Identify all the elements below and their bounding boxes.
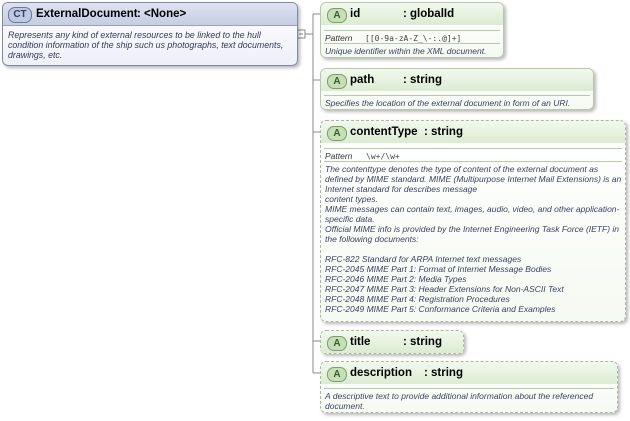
attribute-header: A description : string bbox=[321, 362, 617, 384]
complex-type-box[interactable]: CT ExternalDocument : <None> Represents … bbox=[2, 2, 298, 66]
pattern-value: \w+/\w+ bbox=[366, 152, 400, 161]
attribute-badge-icon: A bbox=[327, 126, 347, 141]
complex-type-description: Represents any kind of external resource… bbox=[8, 30, 284, 60]
attribute-description: A descriptive text to provide additional… bbox=[325, 391, 594, 411]
divider bbox=[324, 30, 500, 31]
divider bbox=[324, 161, 622, 162]
complex-type-header: CT ExternalDocument : <None> bbox=[3, 3, 297, 26]
attribute-name: contentType bbox=[350, 126, 418, 138]
attribute-name: id bbox=[350, 8, 361, 20]
attribute-name: description bbox=[350, 367, 412, 379]
divider bbox=[324, 388, 614, 389]
complex-type-name: ExternalDocument bbox=[36, 8, 138, 20]
attribute-box-title[interactable]: A title : string bbox=[320, 330, 464, 354]
pattern-value: [[0-9a-zA-Z_\-:.@]+] bbox=[365, 34, 462, 43]
attribute-type: : string bbox=[403, 336, 442, 348]
attribute-name: title bbox=[350, 336, 371, 348]
attribute-box-path[interactable]: A path : string Specifies the location o… bbox=[320, 68, 594, 110]
attribute-name: path bbox=[350, 74, 375, 86]
attribute-description: Specifies the location of the external d… bbox=[325, 98, 571, 108]
attribute-header: A title : string bbox=[321, 331, 463, 353]
attribute-badge-icon: A bbox=[327, 8, 347, 23]
attribute-type: : globalId bbox=[403, 8, 455, 20]
attribute-description: Unique identifier within the XML documen… bbox=[325, 46, 487, 56]
complex-type-type: : <None> bbox=[137, 8, 187, 20]
attribute-header: A id : globalId bbox=[321, 3, 503, 25]
attribute-description: The contenttype denotes the type of cont… bbox=[325, 164, 622, 314]
pattern-label: Pattern bbox=[325, 151, 353, 161]
attribute-badge-icon: A bbox=[327, 367, 347, 382]
attribute-header: A path : string bbox=[321, 69, 593, 91]
complex-type-badge-icon: CT bbox=[8, 7, 32, 23]
divider bbox=[324, 95, 590, 96]
attribute-type: : string bbox=[424, 367, 463, 379]
attribute-type: : string bbox=[403, 74, 442, 86]
attribute-box-id[interactable]: A id : globalId Pattern [[0-9a-zA-Z_\-:.… bbox=[320, 2, 504, 58]
attribute-box-description[interactable]: A description : string A descriptive tex… bbox=[320, 361, 618, 413]
divider bbox=[324, 148, 622, 149]
attribute-header: A contentType : string bbox=[321, 121, 625, 143]
attribute-box-contenttype[interactable]: A contentType : string Pattern \w+/\w+ T… bbox=[320, 120, 626, 322]
pattern-label: Pattern bbox=[325, 33, 353, 43]
divider bbox=[324, 43, 500, 44]
attribute-badge-icon: A bbox=[327, 74, 347, 89]
attribute-type: : string bbox=[424, 126, 463, 138]
attribute-badge-icon: A bbox=[327, 336, 347, 351]
